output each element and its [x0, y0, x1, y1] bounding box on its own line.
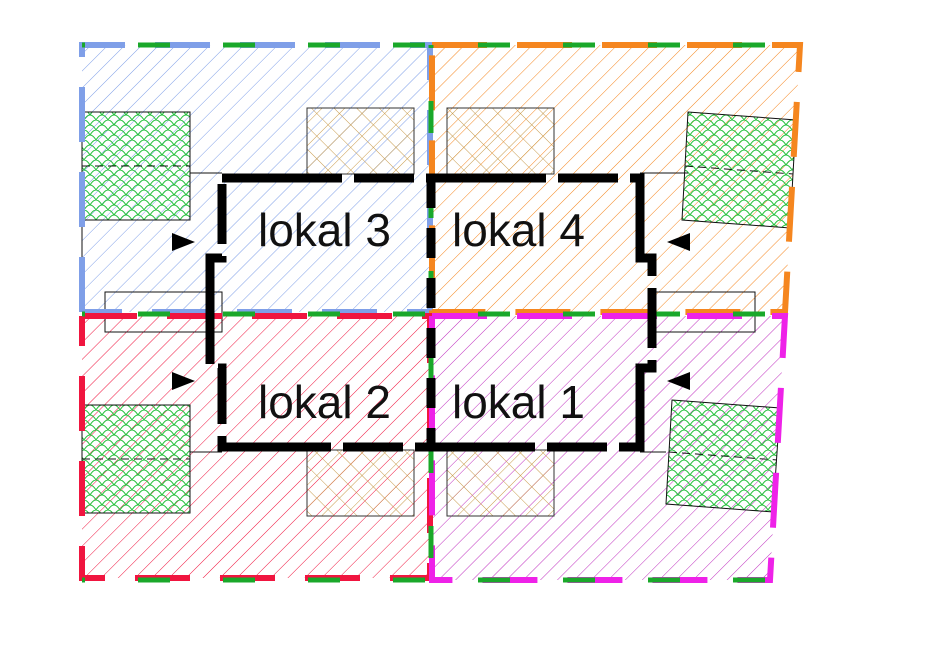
entrance-arrow-icon [667, 372, 690, 390]
gardens [81, 111, 797, 514]
unit-label-3: lokal 3 [258, 204, 391, 256]
unit-label-2: lokal 2 [258, 376, 391, 428]
unit-label-4: lokal 4 [452, 204, 585, 256]
entrance-arrow-icon [172, 372, 195, 390]
terrace-1 [446, 449, 555, 517]
unit-label-1: lokal 1 [452, 376, 585, 428]
entrance-arrows [172, 233, 690, 390]
unit-boundaries [79, 42, 804, 583]
building-outline [205, 173, 657, 452]
terrace-2 [306, 449, 415, 517]
terrace-4 [446, 107, 555, 175]
terrace-3 [306, 107, 415, 175]
entrance-arrow-icon [172, 233, 195, 251]
entrance-arrow-icon [667, 233, 690, 251]
